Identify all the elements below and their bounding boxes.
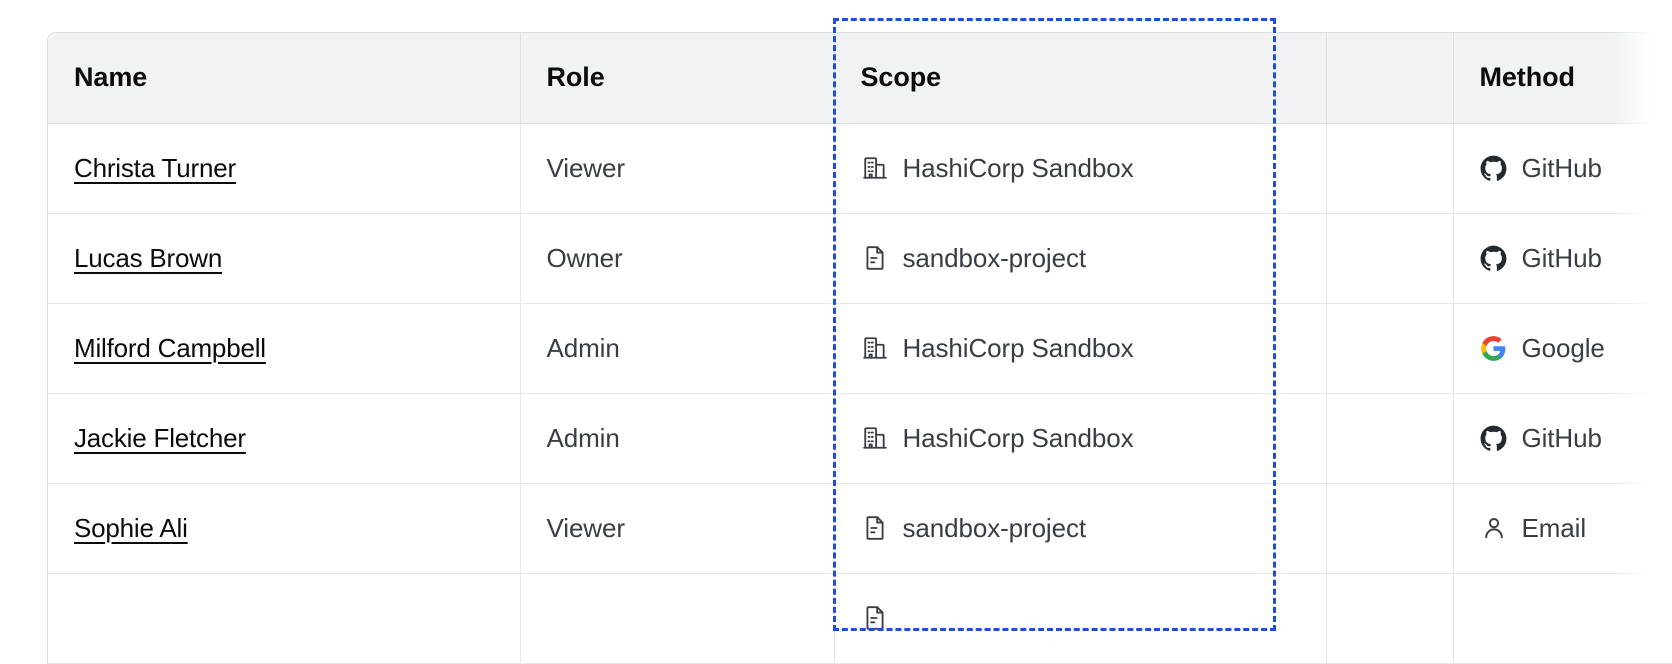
table-row: Milford Campbell Admin — [48, 303, 1672, 394]
cell-role: Admin — [520, 303, 835, 394]
github-icon — [1480, 424, 1508, 452]
members-table-card: Name Role Scope Method Christa Turner Vi… — [47, 32, 1672, 664]
organization-building-icon — [861, 154, 889, 182]
table-body: Christa Turner Viewer — [48, 123, 1672, 664]
google-icon — [1480, 334, 1508, 362]
cell-scope: HashiCorp Sandbox — [834, 393, 1327, 484]
organization-building-icon — [861, 424, 889, 452]
cell-name: Christa Turner — [48, 123, 521, 214]
table-header: Name Role Scope Method — [48, 33, 1672, 124]
column-header-role[interactable]: Role — [520, 33, 835, 124]
table-row: Sophie Ali Viewer sa — [48, 483, 1672, 574]
table-row: Lucas Brown Owner sa — [48, 213, 1672, 304]
column-header-scope[interactable]: Scope — [834, 33, 1327, 124]
cell-name: Sophie Ali — [48, 483, 521, 574]
cell-spacer — [1326, 483, 1454, 574]
scope-label: HashiCorp Sandbox — [902, 153, 1134, 183]
cell-method: GitHub — [1453, 393, 1672, 484]
cell-scope: HashiCorp Sandbox — [834, 303, 1327, 394]
cell-method: Email — [1453, 483, 1672, 574]
cell-role: Admin — [520, 393, 835, 484]
scope-label: HashiCorp Sandbox — [902, 423, 1134, 453]
member-name-link[interactable]: Sophie Ali — [74, 512, 188, 543]
cell-role: Owner — [520, 213, 835, 304]
method-label: GitHub — [1521, 243, 1602, 273]
organization-building-icon — [861, 334, 889, 362]
member-name-link[interactable]: Lucas Brown — [74, 242, 223, 273]
cell-scope: HashiCorp Sandbox — [834, 123, 1327, 214]
table-row — [48, 573, 1672, 664]
cell-role: Viewer — [520, 483, 835, 574]
cell-spacer — [1326, 303, 1454, 394]
scope-label: sandbox-project — [902, 513, 1087, 543]
project-document-icon — [861, 514, 889, 542]
cell-name — [48, 573, 521, 664]
cell-scope: sandbox-project — [834, 483, 1327, 574]
cell-name: Jackie Fletcher — [48, 393, 521, 484]
member-name-link[interactable]: Milford Campbell — [74, 332, 266, 363]
cell-method: Google — [1453, 303, 1672, 394]
cell-role: Viewer — [520, 123, 835, 214]
table-row: Jackie Fletcher Admin — [48, 393, 1672, 484]
cell-spacer — [1326, 573, 1454, 664]
method-label: GitHub — [1521, 153, 1602, 183]
cell-method: GitHub — [1453, 123, 1672, 214]
github-icon — [1480, 154, 1508, 182]
table-row: Christa Turner Viewer — [48, 123, 1672, 214]
method-label: Email — [1521, 513, 1587, 543]
cell-spacer — [1326, 393, 1454, 484]
member-name-link[interactable]: Jackie Fletcher — [74, 422, 246, 453]
cell-name: Milford Campbell — [48, 303, 521, 394]
project-document-icon — [861, 244, 889, 272]
cell-spacer — [1326, 123, 1454, 214]
cell-spacer — [1326, 213, 1454, 304]
cell-scope: sandbox-project — [834, 213, 1327, 304]
column-header-method[interactable]: Method — [1453, 33, 1672, 124]
cell-method: GitHub — [1453, 213, 1672, 304]
cell-role — [520, 573, 835, 664]
member-name-link[interactable]: Christa Turner — [74, 152, 236, 183]
members-table: Name Role Scope Method Christa Turner Vi… — [48, 33, 1672, 664]
method-label: Google — [1521, 333, 1605, 363]
column-header-spacer — [1326, 33, 1454, 124]
method-label: GitHub — [1521, 423, 1602, 453]
column-header-name[interactable]: Name — [48, 33, 521, 124]
user-person-icon — [1480, 514, 1508, 542]
github-icon — [1480, 244, 1508, 272]
project-document-icon — [861, 604, 889, 632]
cell-method — [1453, 573, 1672, 664]
cell-scope — [834, 573, 1327, 664]
scope-label: HashiCorp Sandbox — [902, 333, 1134, 363]
cell-name: Lucas Brown — [48, 213, 521, 304]
scope-label: sandbox-project — [902, 243, 1087, 273]
table-header-row: Name Role Scope Method — [48, 33, 1672, 124]
